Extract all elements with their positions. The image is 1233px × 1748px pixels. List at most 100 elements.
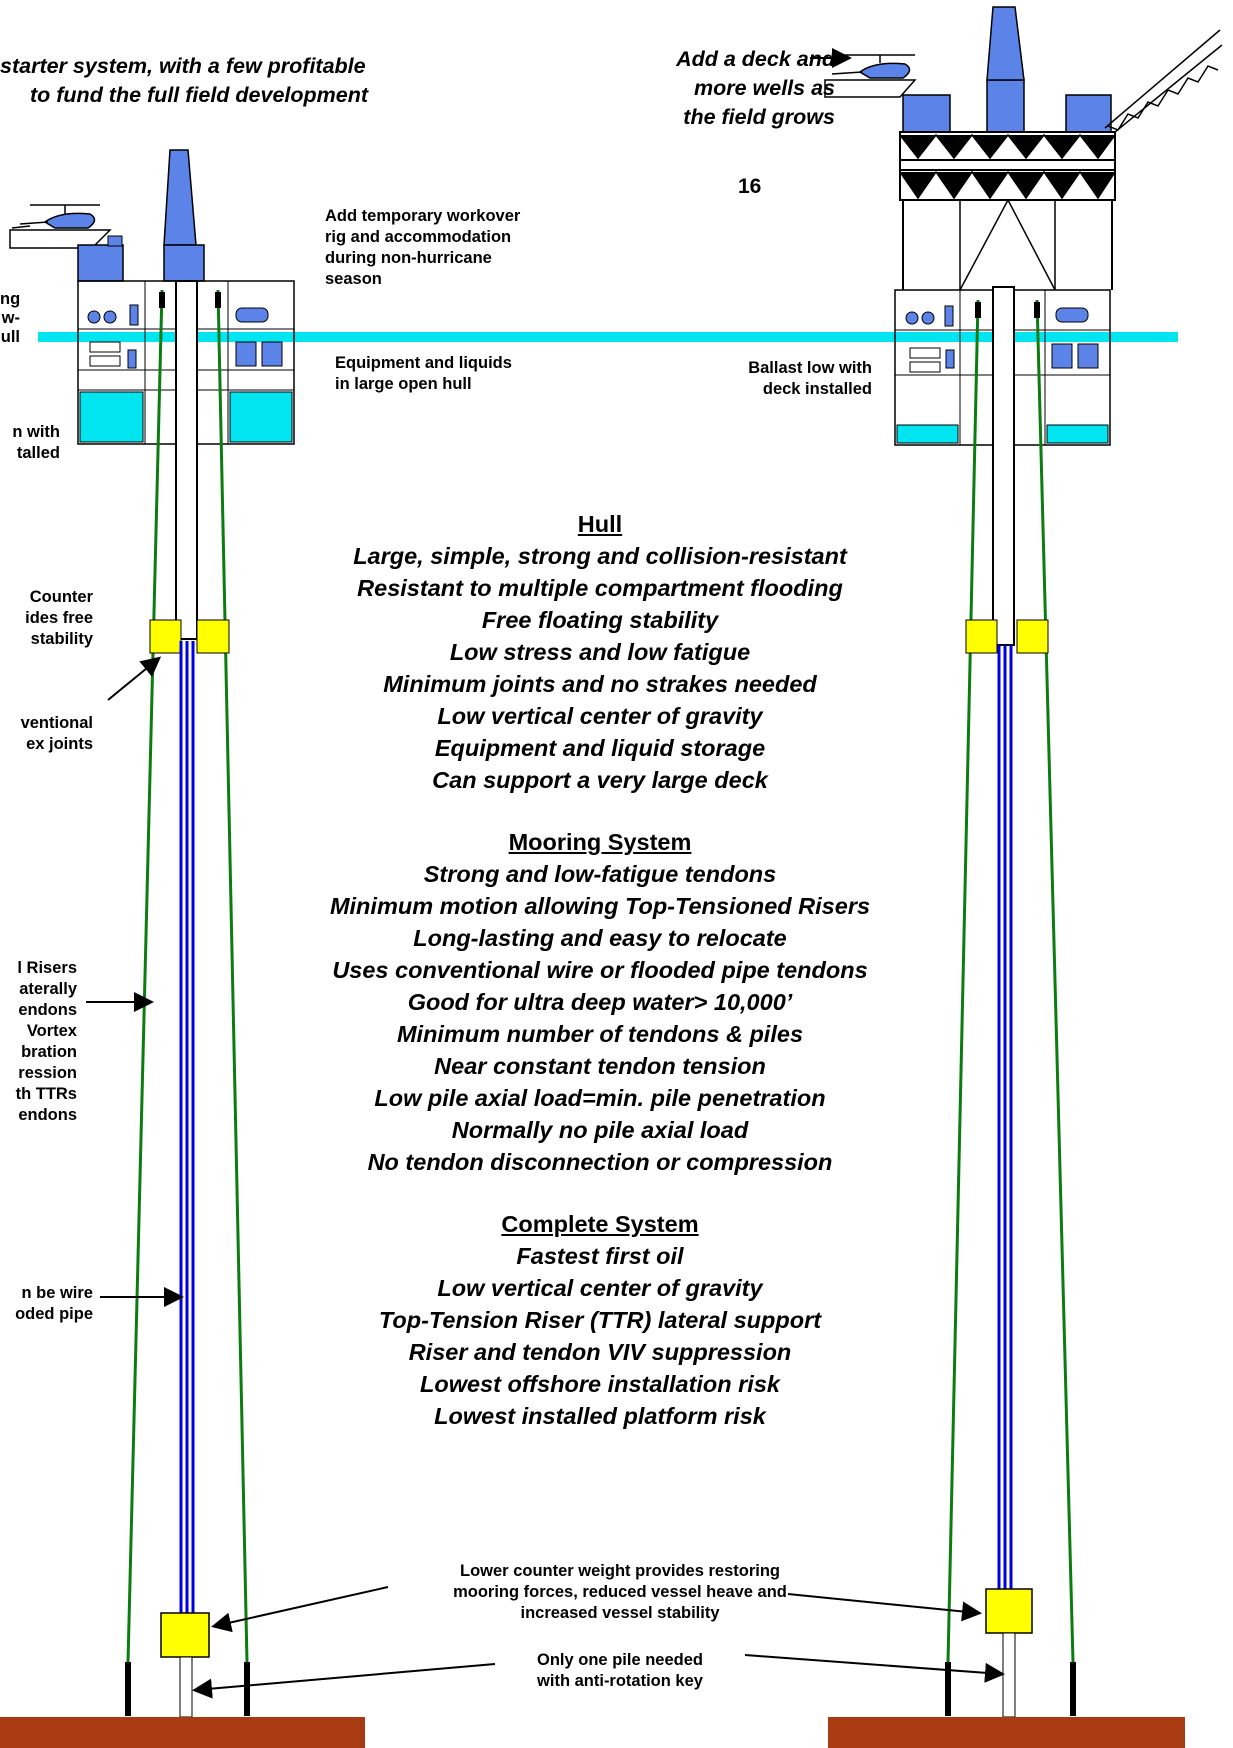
left-helicopter-icon (11, 204, 100, 229)
note-line: mooring forces, reduced vessel heave and (453, 1583, 787, 1601)
note-line: in large open hull (335, 375, 472, 393)
note-left-clip3: Counter ides free stability (0, 587, 93, 650)
feature-line: Minimum number of tendons & piles (396, 1021, 804, 1047)
note-line: bration (21, 1043, 77, 1061)
feature-line: Strong and low-fatigue tendons (423, 861, 777, 887)
note-line: oded pipe (15, 1305, 93, 1323)
note-line: with anti-rotation key (537, 1672, 703, 1690)
note-line: endons (18, 1106, 77, 1124)
right-platform (824, 6, 1223, 1748)
feature-line: Lowest installed platform risk (434, 1403, 766, 1429)
arrow-flex-joints (107, 656, 162, 701)
top-right-caption: Add a deck and more wells as the field g… (620, 45, 835, 132)
feature-line: Fastest first oil (516, 1243, 684, 1269)
note-line: l Risers (17, 959, 77, 977)
left-ballast (229, 391, 293, 443)
feature-line: Uses conventional wire or flooded pipe t… (332, 957, 868, 983)
right-helideck (824, 79, 917, 98)
note-line: n be wire (21, 1284, 93, 1302)
left-deck-module (77, 244, 124, 282)
note-ballast: Ballast low with deck installed (660, 358, 872, 400)
note-line: season (325, 270, 382, 288)
arrow-pile-left (192, 1663, 496, 1699)
note-line: w- (1, 309, 20, 327)
left-deck-module-small (107, 235, 123, 247)
feature-line: Low stress and low fatigue (449, 639, 751, 665)
note-left-clip4: ventional ex joints (0, 713, 93, 755)
feature-line: Minimum joints and no strakes needed (383, 671, 817, 697)
right-ballast (1046, 424, 1109, 444)
note-line: during non-hurricane (325, 249, 492, 267)
note-line: endons (18, 1001, 77, 1019)
arrow-counter-weight-left (211, 1586, 389, 1633)
note-line: Lower counter weight provides restoring (460, 1562, 780, 1580)
left-pile (179, 1656, 193, 1718)
right-pile (1002, 1632, 1016, 1718)
section-complete: Complete System Fastest first oil Low ve… (260, 1208, 940, 1432)
top-left-line1: starter system, with a few profitable (0, 54, 366, 78)
arrow-pile-right (744, 1654, 1005, 1683)
feature-line: Low vertical center of gravity (437, 1275, 763, 1301)
note-line: th TTRs (15, 1085, 77, 1103)
water-line (38, 332, 1178, 342)
section-heading: Mooring System (508, 829, 692, 855)
feature-line: Top-Tension Riser (TTR) lateral support (378, 1307, 822, 1333)
left-derrick-base (163, 244, 205, 282)
top-right-line2: more wells as (693, 76, 835, 100)
note-line: ides free (25, 609, 93, 627)
note-line: stability (30, 630, 93, 648)
feature-line: Normally no pile axial load (451, 1117, 749, 1143)
left-seabed (0, 1717, 365, 1748)
left-derrick (163, 149, 197, 246)
section-mooring: Mooring System Strong and low-fatigue te… (260, 826, 940, 1178)
feature-line: Can support a very large deck (432, 767, 768, 793)
top-left-caption: starter system, with a few profitable to… (0, 52, 368, 110)
note-line: deck installed (762, 380, 872, 398)
section-hull: Hull Large, simple, strong and collision… (260, 508, 940, 796)
left-riser-column (175, 280, 198, 640)
note-left-clip1: ng w- ull (0, 290, 20, 347)
right-helicopter-icon (831, 54, 915, 79)
note-line: Equipment and liquids (335, 354, 512, 372)
right-riser-column (992, 286, 1015, 646)
feature-line: Long-lasting and easy to relocate (413, 925, 787, 951)
note-line: Counter (29, 588, 93, 606)
feature-line: Resistant to multiple compartment floodi… (357, 575, 843, 601)
right-lower-counter-weight (985, 1588, 1033, 1634)
right-counter-weight-upper (965, 619, 998, 654)
arrow-counter-weight-right (787, 1593, 982, 1622)
feature-line: Riser and tendon VIV suppression (408, 1339, 792, 1365)
top-right-line3: the field grows (683, 105, 835, 129)
note-line: aterally (19, 980, 77, 998)
right-tendon (946, 299, 980, 1663)
note-line: Only one pile needed (537, 1651, 703, 1669)
note-left-clip2: n with talled (0, 422, 60, 464)
note-line: ex joints (26, 735, 93, 753)
note-line: ng (0, 290, 21, 308)
feature-line: No tendon disconnection or compression (367, 1149, 833, 1175)
section-heading: Hull (577, 511, 623, 537)
feature-line: Good for ultra deep water> 10,000’ (407, 989, 793, 1015)
note-line: ull (0, 328, 20, 346)
note-counter-weight: Lower counter weight provides restoring … (380, 1561, 860, 1624)
right-deck-truss (899, 131, 1116, 201)
feature-line: Low pile axial load=min. pile penetratio… (374, 1085, 826, 1111)
top-right-line1: Add a deck and (676, 47, 835, 71)
left-counter-weight-upper (149, 619, 182, 654)
note-pile: Only one pile needed with anti-rotation … (495, 1650, 745, 1692)
note-line: Add temporary workover (325, 207, 521, 225)
note-workover: Add temporary workover rig and accommoda… (325, 206, 520, 290)
left-lower-counter-weight (160, 1612, 210, 1658)
note-line: talled (16, 444, 60, 462)
feature-line: Free floating stability (481, 607, 719, 633)
feature-line: Low vertical center of gravity (437, 703, 763, 729)
note-line: ression (18, 1064, 77, 1082)
right-seabed (828, 1717, 1185, 1748)
features-block: Hull Large, simple, strong and collision… (260, 508, 940, 1432)
note-line: increased vessel stability (520, 1604, 720, 1622)
note-line: n with (12, 423, 60, 441)
feature-line: Lowest offshore installation risk (420, 1371, 780, 1397)
left-tendon (126, 289, 164, 1663)
right-crane (1104, 29, 1223, 133)
